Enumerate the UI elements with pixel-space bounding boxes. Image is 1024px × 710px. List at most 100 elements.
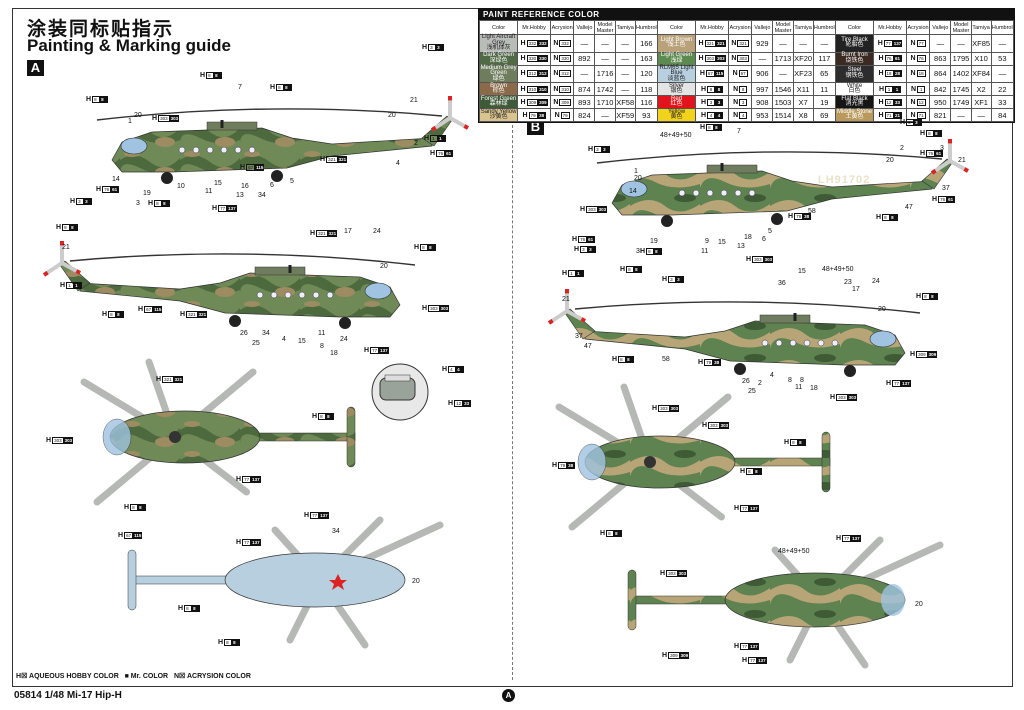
title-chinese: 涂装同标贴指示 <box>27 18 175 40</box>
mr-color-code: 8 <box>116 311 125 318</box>
mr-color-code: 1 <box>74 282 83 289</box>
tamiya-code: X10 <box>970 51 992 66</box>
h-code: 8 <box>707 85 716 93</box>
color-name: Tire Black <box>841 36 868 43</box>
part-callout: 4 <box>770 372 774 379</box>
mr-color-code: 303 <box>763 256 774 263</box>
section-a-label: A <box>27 60 44 76</box>
mr-color-code: 321 <box>173 376 184 383</box>
n-code: 332 <box>559 39 571 47</box>
h-code: 8 <box>626 266 635 273</box>
title-english: Painting & Marking guide <box>27 36 232 55</box>
column-header: Tamiya <box>970 20 992 35</box>
mr-color-code: 3 <box>84 198 93 205</box>
h-code: 303 <box>752 256 764 263</box>
mr-color-code: 38 <box>537 111 546 119</box>
color-name: Brown <box>490 82 508 89</box>
legend-acrysion: ACRYSION COLOR <box>186 673 251 680</box>
column-header: Vallejo <box>751 20 774 35</box>
humbrol-code: 117 <box>812 51 836 66</box>
mr-color-code: 303 <box>669 405 680 412</box>
part-callout: 25 <box>748 388 756 395</box>
mr-color-code: 1 <box>576 270 585 277</box>
n-code: 321 <box>737 39 749 47</box>
part-callout: 3 <box>636 248 640 255</box>
paint-table-title: PAINT REFERENCE COLOR <box>479 9 1014 20</box>
n-code: 4 <box>739 111 748 119</box>
color-name: Steel <box>847 67 862 74</box>
humbrol-code: 93 <box>634 108 658 122</box>
mr-color-code: 303 <box>719 422 730 429</box>
h-code: 77 <box>218 205 228 212</box>
part-callout: 18 <box>810 385 818 392</box>
part-callout: 15 <box>718 239 726 246</box>
color-name-cn: 森林绿 <box>489 101 508 107</box>
h-code: 303 <box>586 206 598 213</box>
part-callout: 1 <box>634 168 638 175</box>
mr-color-code: 137 <box>892 39 903 47</box>
color-name-cn: 钢铁色 <box>845 72 864 79</box>
h-code: 76 <box>578 236 588 243</box>
part-callout: 11 <box>318 330 326 337</box>
mr-color-code: 3 <box>588 246 597 253</box>
part-callout: 36 <box>778 280 786 287</box>
h-code: 3 <box>906 119 915 126</box>
n-code: 8 <box>739 85 748 93</box>
humbrol-code: 53 <box>990 51 1015 66</box>
mr-color-code: 38 <box>713 359 722 366</box>
b-side-view-right <box>547 289 921 377</box>
mr-color-code: 303 <box>169 115 180 122</box>
h-code: 67 <box>124 532 134 539</box>
color-name: Dark Green <box>483 52 515 58</box>
h-code: 321 <box>326 156 338 163</box>
mr-color-code: 3 <box>602 146 611 153</box>
part-callout: 34 <box>258 192 266 199</box>
mr-color-code: 4 <box>456 366 465 373</box>
color-name-cn: 淡蓝色 <box>667 75 686 82</box>
mr-color-code: 33 <box>463 400 472 407</box>
h-code: 77 <box>883 39 893 47</box>
part-callout: 8 <box>320 343 324 350</box>
part-callout: 20 <box>915 601 923 608</box>
h-code: 77 <box>740 643 750 650</box>
mr-color-code: 8 <box>138 504 147 511</box>
h-code: 79 <box>794 213 804 220</box>
h-code: 12 <box>454 400 464 407</box>
h-code: 3 <box>594 146 603 153</box>
part-callout: 6 <box>270 182 274 189</box>
mr-color-code: 8 <box>428 244 437 251</box>
h-code: 76 <box>102 186 112 193</box>
part-callout: 8 <box>788 377 792 384</box>
mr-color-code: 303 <box>677 570 688 577</box>
legend-aqueous: AQUEOUS HOBBY COLOR <box>29 673 119 680</box>
part-callout: 17 <box>852 286 860 293</box>
h-code: 8 <box>882 214 891 221</box>
kit-code: 05814 1/48 Mi-17 Hip-H <box>14 690 122 701</box>
h-code: 8 <box>108 311 117 318</box>
color-name-cn: 消光黑 <box>845 101 864 107</box>
page-marker: A <box>502 689 515 702</box>
color-name-cn: 黄色 <box>670 114 683 120</box>
color-name-cn: 深绿色 <box>489 57 508 64</box>
mr-color-code: 137 <box>251 539 261 546</box>
mr-color-code: 8 <box>214 72 223 79</box>
part-callout: 21 <box>410 97 418 104</box>
